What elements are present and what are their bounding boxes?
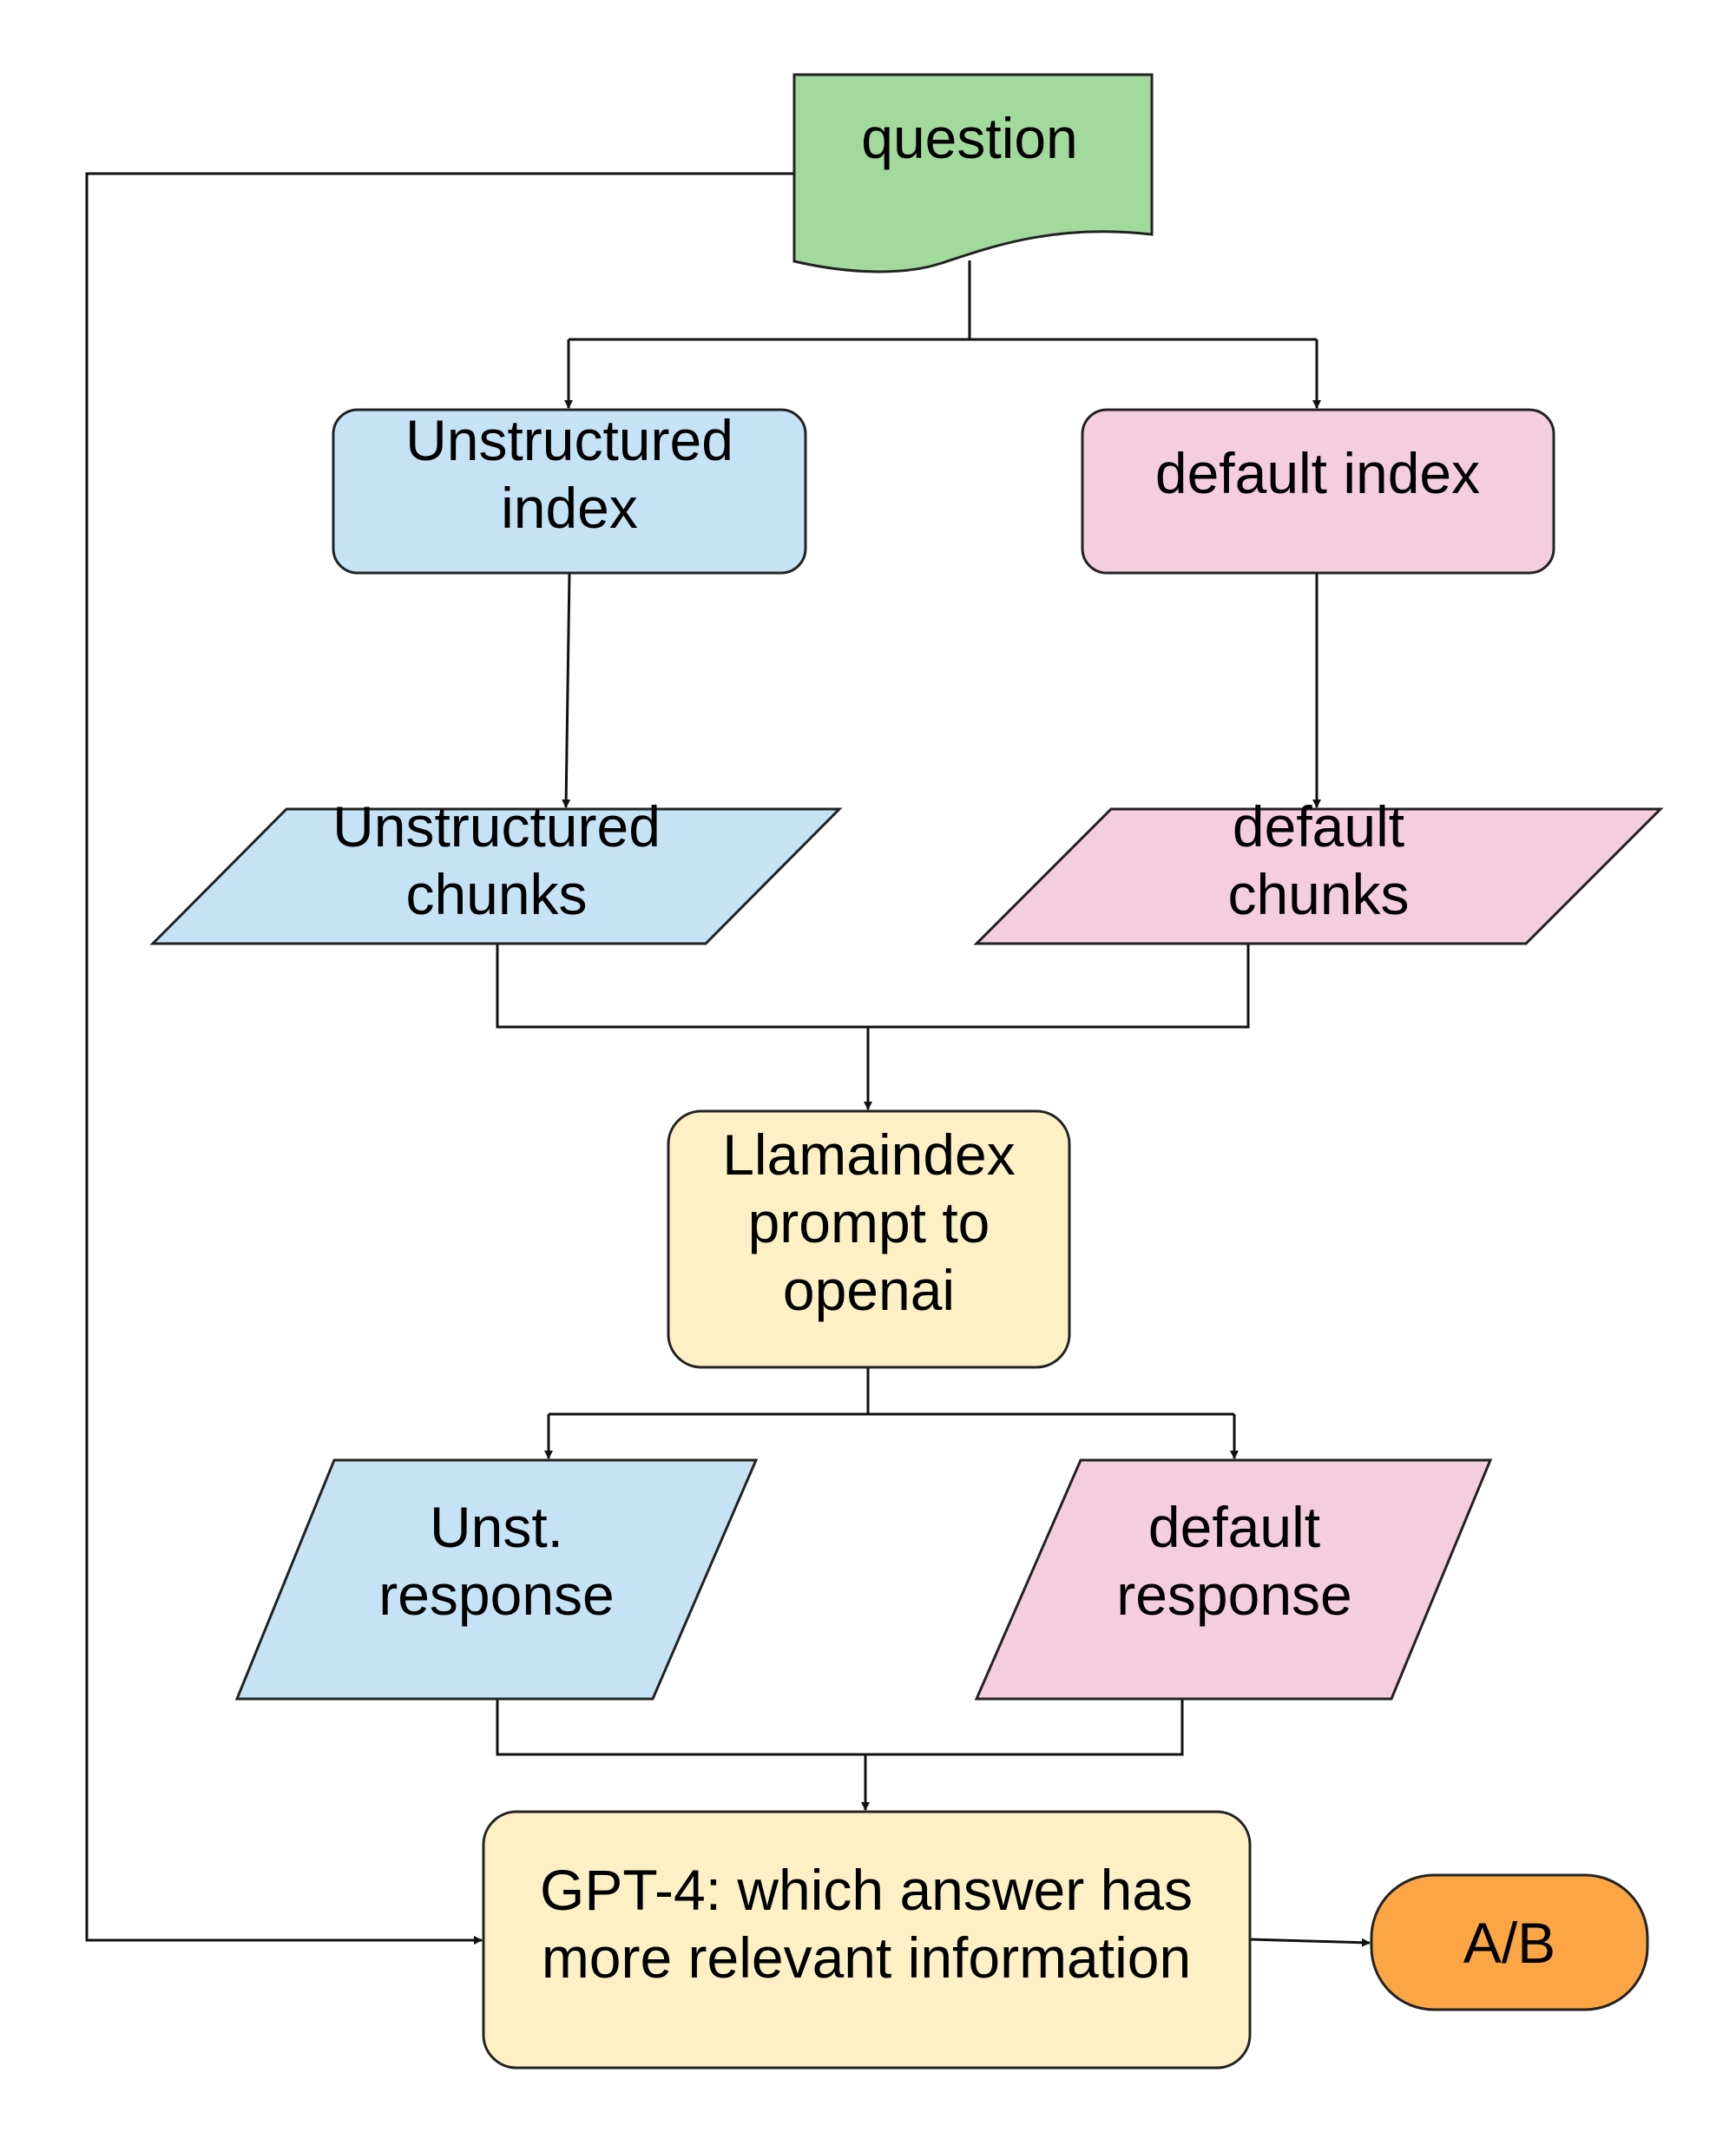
- question-shape: [792, 73, 1154, 273]
- unst-response-shape: [234, 1458, 759, 1701]
- default-chunks-shape: [973, 807, 1664, 945]
- edge-chunks-merge: [496, 944, 1250, 1029]
- result-label-line: A/B: [1463, 1911, 1555, 1975]
- unst-response-label-line: response: [378, 1563, 615, 1627]
- default-response-label-line: response: [1116, 1563, 1352, 1627]
- unstructured-index-label-line: Unstructured: [405, 408, 733, 472]
- default-index-label-line: default index: [1155, 441, 1480, 505]
- connectors: [85, 172, 1371, 1947]
- default-chunks-label-line: default: [1233, 794, 1404, 859]
- question-label-line: question: [861, 106, 1078, 170]
- unstructured-chunks-label-line: chunks: [405, 862, 587, 926]
- default-index-shape: [1081, 408, 1555, 575]
- arrow-gpt4-to-result: [1249, 1938, 1371, 1947]
- gpt4-judge-shape: [482, 1810, 1252, 2070]
- llamaindex-prompt-label-line: openai: [783, 1258, 955, 1322]
- unstructured-chunks-label-line: Unstructured: [332, 794, 661, 859]
- default-index-node: default index: [1081, 408, 1555, 575]
- result-node: A/B: [1370, 1873, 1649, 2011]
- default-response-label-line: default: [1148, 1495, 1320, 1559]
- question-label: question: [861, 106, 1078, 170]
- question-node: question: [792, 73, 1154, 273]
- result-shape: [1370, 1873, 1649, 2011]
- edge-responses-merge: [496, 1699, 1184, 1756]
- unstructured-index-shape: [332, 408, 807, 575]
- unst-response-node: Unst.response: [234, 1458, 759, 1701]
- unst-response-label-line: Unst.: [430, 1495, 563, 1559]
- edge-llamaindex-split: [549, 1367, 1234, 1416]
- unstructured-chunks-shape: [149, 807, 843, 945]
- arrow-unstructured-index-to-chunks: [562, 572, 571, 808]
- default-response-shape: [974, 1458, 1493, 1701]
- gpt4-judge-label-line: GPT-4: which answer has: [540, 1858, 1193, 1922]
- gpt4-judge-label-line: more relevant information: [542, 1925, 1191, 1990]
- llamaindex-prompt-label-line: prompt to: [748, 1190, 990, 1254]
- default-index-label: default index: [1155, 441, 1480, 505]
- llamaindex-prompt-shape: [667, 1109, 1071, 1369]
- result-label: A/B: [1463, 1911, 1555, 1975]
- arrow-question-bypass-to-gpt4: [85, 172, 794, 1945]
- default-chunks-label-line: chunks: [1227, 862, 1409, 926]
- edge-question-to-indexes: [569, 260, 1317, 341]
- unst-response-label: Unst.response: [378, 1495, 615, 1627]
- llamaindex-prompt-label-line: Llamaindex: [722, 1122, 1016, 1187]
- unstructured-index-label-line: index: [501, 476, 638, 540]
